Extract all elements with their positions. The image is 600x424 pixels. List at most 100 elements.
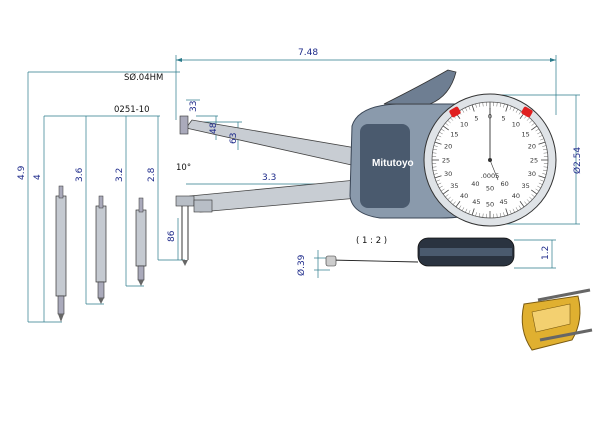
dim-3-2: 3.2: [115, 168, 125, 182]
dial-tick: [478, 102, 481, 107]
dial-tick: [535, 128, 540, 132]
dial-tick: [471, 208, 475, 216]
dim-d-39: Ø.39: [296, 254, 307, 276]
dial-tick: [458, 205, 462, 210]
dial-tick: [538, 141, 546, 145]
dial-label: 15: [521, 130, 529, 138]
dial-label: 5: [502, 114, 506, 122]
dial-tick: [531, 122, 535, 126]
dial-tick: [537, 185, 541, 189]
dial-tick: [512, 208, 515, 213]
dial-tick: [542, 173, 547, 175]
dial-tick: [468, 210, 471, 215]
dial-tick: [455, 201, 461, 208]
dial-label: 5: [474, 114, 478, 122]
dial-tick: [543, 166, 548, 168]
dial-tick: [433, 173, 438, 175]
dial-label: 15: [450, 130, 458, 138]
dial-tick: [461, 207, 465, 211]
dim-48: 48: [209, 122, 219, 134]
dial-tick: [538, 135, 543, 138]
dial-tick: [509, 210, 512, 215]
dial-tick: [538, 175, 546, 179]
dial-label: 35: [521, 182, 529, 190]
dial-tick: [543, 148, 548, 151]
dial-label: 10: [512, 121, 520, 129]
dial-tick: [465, 208, 468, 213]
dial-tick: [452, 201, 456, 205]
dial-tick: [439, 131, 443, 135]
dial-tick: [445, 122, 449, 126]
scale-ratio: ( 1 : 2 ): [356, 236, 387, 246]
dial-tick: [512, 107, 515, 112]
dial-tick: [482, 102, 484, 107]
dial-tick: [509, 105, 512, 110]
dimension-labels: 7.48 Ø2.54 SØ.04HM 0251-10 33 48 63 10° …: [17, 48, 583, 276]
tolerance-marker-right: [521, 106, 533, 118]
tolerance-marker-left: [449, 106, 461, 118]
dial-tick: [432, 169, 437, 172]
dial-tick: [543, 152, 548, 154]
dial-tick: [442, 125, 449, 131]
dial-tick: [432, 152, 437, 154]
dim-angle: 10°: [176, 163, 191, 173]
dial-tick: [450, 199, 454, 203]
dial-tick: [450, 117, 454, 121]
dim-4-9: 4.9: [17, 165, 27, 180]
dial-outer-labels: 0510152025303540455045403530252015105605…: [442, 112, 538, 208]
dim-jaw-length: 3.3: [262, 173, 276, 183]
dial-tick: [540, 138, 545, 141]
dial-tick: [439, 185, 443, 189]
dial-tick: [499, 102, 502, 107]
dial-unit-text: .0005: [481, 172, 500, 180]
dial-tick: [475, 212, 477, 217]
dial-tick: [432, 166, 437, 168]
dial-label: 40: [460, 192, 468, 200]
dim-63: 63: [229, 133, 239, 144]
dim-2-8: 2.8: [147, 167, 157, 182]
dial-tick: [515, 207, 519, 211]
dial-tick: [478, 213, 481, 218]
dial-label: 10: [460, 121, 468, 129]
dial-tick: [503, 212, 505, 217]
dial-tick: [437, 135, 442, 138]
dial-tick: [475, 103, 477, 108]
dial-label: 40: [512, 192, 520, 200]
dial-label: 25: [442, 156, 450, 164]
dim-33: 33: [189, 101, 199, 112]
dial-tick: [518, 205, 522, 210]
dial-tick: [435, 138, 440, 141]
dial-inner-label: 50: [486, 184, 494, 192]
dial-tick: [499, 213, 502, 218]
dial-tick: [447, 196, 451, 200]
dim-dial-diameter: Ø2.54: [572, 147, 583, 174]
dim-86: 86: [167, 230, 177, 242]
dial-label: 45: [499, 198, 507, 206]
dial-tick: [540, 179, 545, 182]
dial-tick: [535, 188, 540, 192]
probe-set: [55, 185, 147, 322]
dial-tick: [538, 182, 543, 185]
dial-label: 25: [530, 156, 538, 164]
dial-tick: [434, 175, 442, 179]
dial-tick: [440, 188, 445, 192]
dial-inner-label: 60: [500, 180, 508, 188]
dial-tick: [542, 145, 547, 147]
dial-tick: [432, 148, 437, 151]
dim-body-thickness: 1.2: [541, 246, 551, 260]
dial-label: 35: [450, 182, 458, 190]
dial-tick: [515, 109, 519, 113]
dial-tick: [434, 141, 442, 145]
dial-tick: [465, 107, 468, 112]
dial-tick: [468, 105, 471, 110]
dim-3-6: 3.6: [75, 167, 85, 182]
dial-tick: [531, 194, 535, 198]
dial-tick: [496, 213, 498, 218]
dial-tick: [543, 169, 548, 172]
contact-detail-icon: [521, 288, 593, 351]
dial-label: 45: [472, 198, 480, 206]
dial-tick: [445, 194, 449, 198]
dial-tick: [442, 189, 449, 195]
dial-inner-label: 40: [471, 180, 479, 188]
brand-logo-text: Mitutoyo: [372, 158, 414, 169]
